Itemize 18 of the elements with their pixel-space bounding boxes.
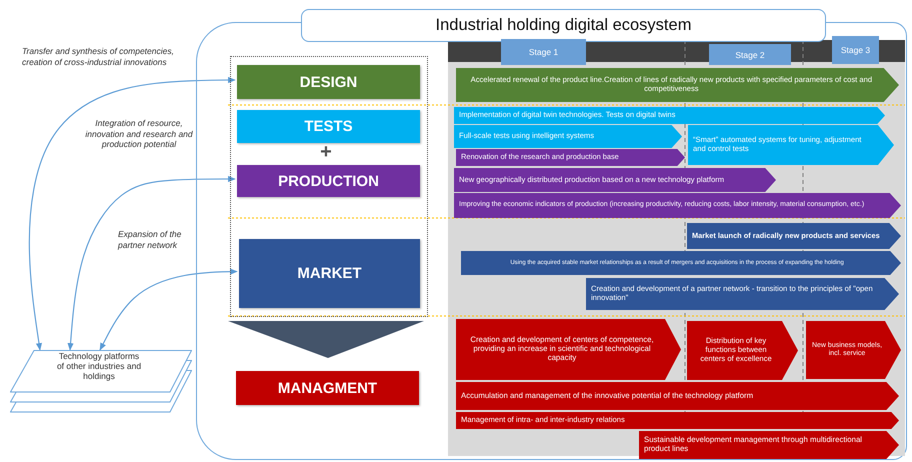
curved-arrow [100, 268, 238, 351]
stage-tab: Stage 3 [832, 36, 879, 64]
annotation-text: Transfer and synthesis of competencies, creation of cross-industrial innovations [22, 46, 175, 68]
annotation-text: Expansion of the partner network [118, 229, 182, 250]
dotted-frame [230, 56, 428, 317]
section-block: MARKET [239, 239, 420, 308]
section-block: DESIGN [237, 65, 420, 99]
plus-sign: + [319, 142, 333, 162]
curved-arrow [28, 76, 236, 351]
stage-tab: Stage 1 [501, 39, 586, 65]
section-block: MANAGMENT [236, 371, 419, 405]
stage-tab: Stage 2 [709, 44, 791, 65]
annotation-text: Integration of resource, innovation and research and production potential [84, 118, 194, 150]
curved-arrow [67, 176, 236, 351]
title-tab: Industrial holding digital ecosystem [301, 9, 826, 42]
down-chevron-arrow [228, 321, 424, 358]
section-block: TESTS [237, 110, 420, 143]
section-block: PRODUCTION [237, 165, 420, 197]
